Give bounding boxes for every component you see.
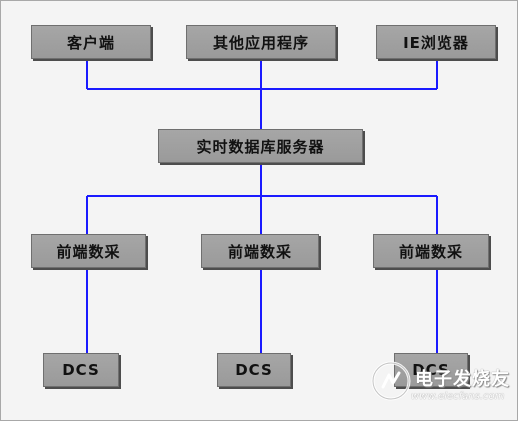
elecfans-logo-icon bbox=[371, 361, 411, 401]
frontend-acquisition-label: 前端数采 bbox=[398, 242, 463, 261]
client-label: 客户端 bbox=[66, 33, 115, 52]
realtime-db-server-label: 实时数据库服务器 bbox=[196, 137, 325, 156]
elecfans-watermark: 电子发烧友 www.elecfans.com bbox=[371, 357, 511, 409]
frontend-acquisition-node-1: 前端数采 bbox=[31, 234, 146, 268]
dcs-node-1: DCS bbox=[43, 353, 119, 387]
dcs-label: DCS bbox=[62, 361, 100, 379]
frontend-acquisition-label: 前端数采 bbox=[56, 242, 121, 261]
ie-browser-node: IE浏览器 bbox=[376, 25, 496, 59]
ie-browser-label: IE浏览器 bbox=[403, 33, 469, 52]
frontend-acquisition-node-2: 前端数采 bbox=[201, 234, 319, 268]
dcs-label: DCS bbox=[235, 361, 273, 379]
client-node: 客户端 bbox=[31, 25, 151, 59]
other-apps-node: 其他应用程序 bbox=[186, 25, 336, 59]
watermark-title: 电子发烧友 bbox=[415, 369, 510, 390]
frontend-acquisition-node-3: 前端数采 bbox=[373, 234, 489, 268]
frontend-acquisition-label: 前端数采 bbox=[227, 242, 292, 261]
other-apps-label: 其他应用程序 bbox=[212, 33, 309, 52]
dcs-label: DCS bbox=[412, 361, 450, 379]
realtime-db-server-node: 实时数据库服务器 bbox=[158, 129, 363, 163]
dcs-node-2: DCS bbox=[217, 353, 291, 387]
watermark-url: www.elecfans.com bbox=[411, 391, 505, 402]
